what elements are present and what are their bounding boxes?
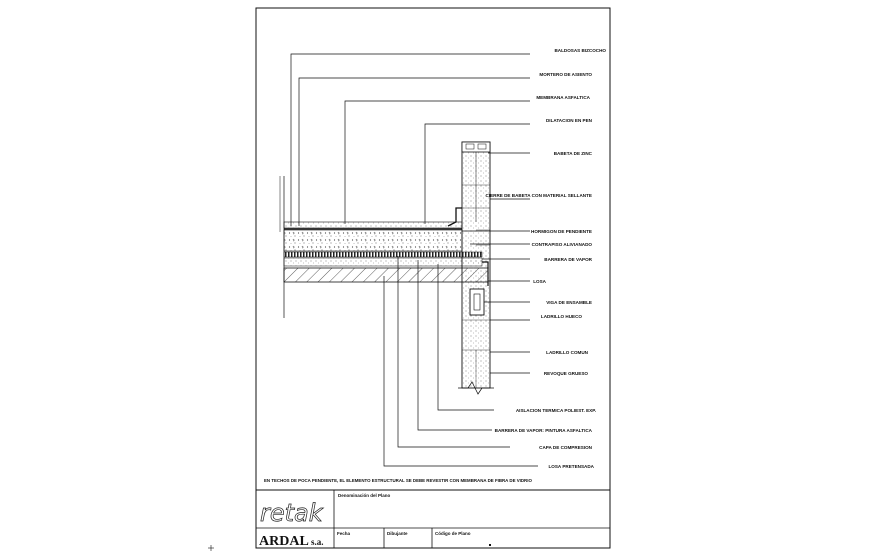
label-viga: VIGA DE ENSAMBLE (546, 300, 592, 305)
dibujante-label: Dibujante (387, 531, 408, 536)
general-note: EN TECHOS DE POCA PENDIENTE, EL ELEMENTO… (264, 478, 532, 483)
label-revoque: REVOQUE GRUESO (544, 371, 589, 376)
parapet-wall (447, 141, 494, 395)
label-mortero: MORTERO DE ASIENTO (539, 72, 592, 77)
label-losa-pretensada: LOSA PRETENSADA (548, 464, 594, 469)
label-ladrillo-hueco: LADRILLO HUECO (541, 314, 583, 319)
label-hormigon-pendiente: HORMIGON DE PENDIENTE (531, 229, 592, 234)
codigo-label: Código de Plano (435, 531, 471, 536)
fecha-label: Fecha (337, 531, 351, 536)
label-cierre-babeta: CIERRE DE BABETA CON MATERIAL SELLANTE (485, 193, 592, 198)
label-baldosas: BALDOSAS BIZCOCHO (554, 48, 606, 53)
origin-marker-icon (208, 545, 214, 551)
ardal-brand: ARDAL (259, 534, 309, 549)
label-losa: LOSA (533, 279, 546, 284)
label-contrapiso: CONTRAPISO ALIVIANADO (532, 242, 593, 247)
detail-labels: BALDOSAS BIZCOCHO MORTERO DE ASIENTO MEM… (485, 48, 606, 469)
title-block: Denominación del Plano retak ARDAL s.a. … (255, 489, 611, 549)
denominacion-label: Denominación del Plano (338, 493, 391, 498)
label-babeta: BABETA DE ZINC (554, 151, 593, 156)
label-ladrillo-comun: LADRILLO COMUN (546, 350, 589, 355)
label-capa-compresion: CAPA DE COMPRESION (539, 445, 593, 450)
ardal-brand-suffix: s.a. (311, 537, 324, 547)
leader-lines (290, 53, 538, 467)
label-barrera-pintura: BARRERA DE VAPOR: PINTURA ASFALTICA (495, 428, 593, 433)
retak-logo: retak (260, 499, 324, 527)
label-membrana: MEMBRANA ASFALTICA (536, 95, 590, 100)
label-barrera-vapor: BARRERA DE VAPOR (544, 257, 592, 262)
label-aislacion: AISLACION TERMICA POLIEST. EXP. (516, 408, 596, 413)
codigo-marker (489, 544, 491, 546)
label-dilatacion: DILATACION EN PEN (546, 118, 593, 123)
